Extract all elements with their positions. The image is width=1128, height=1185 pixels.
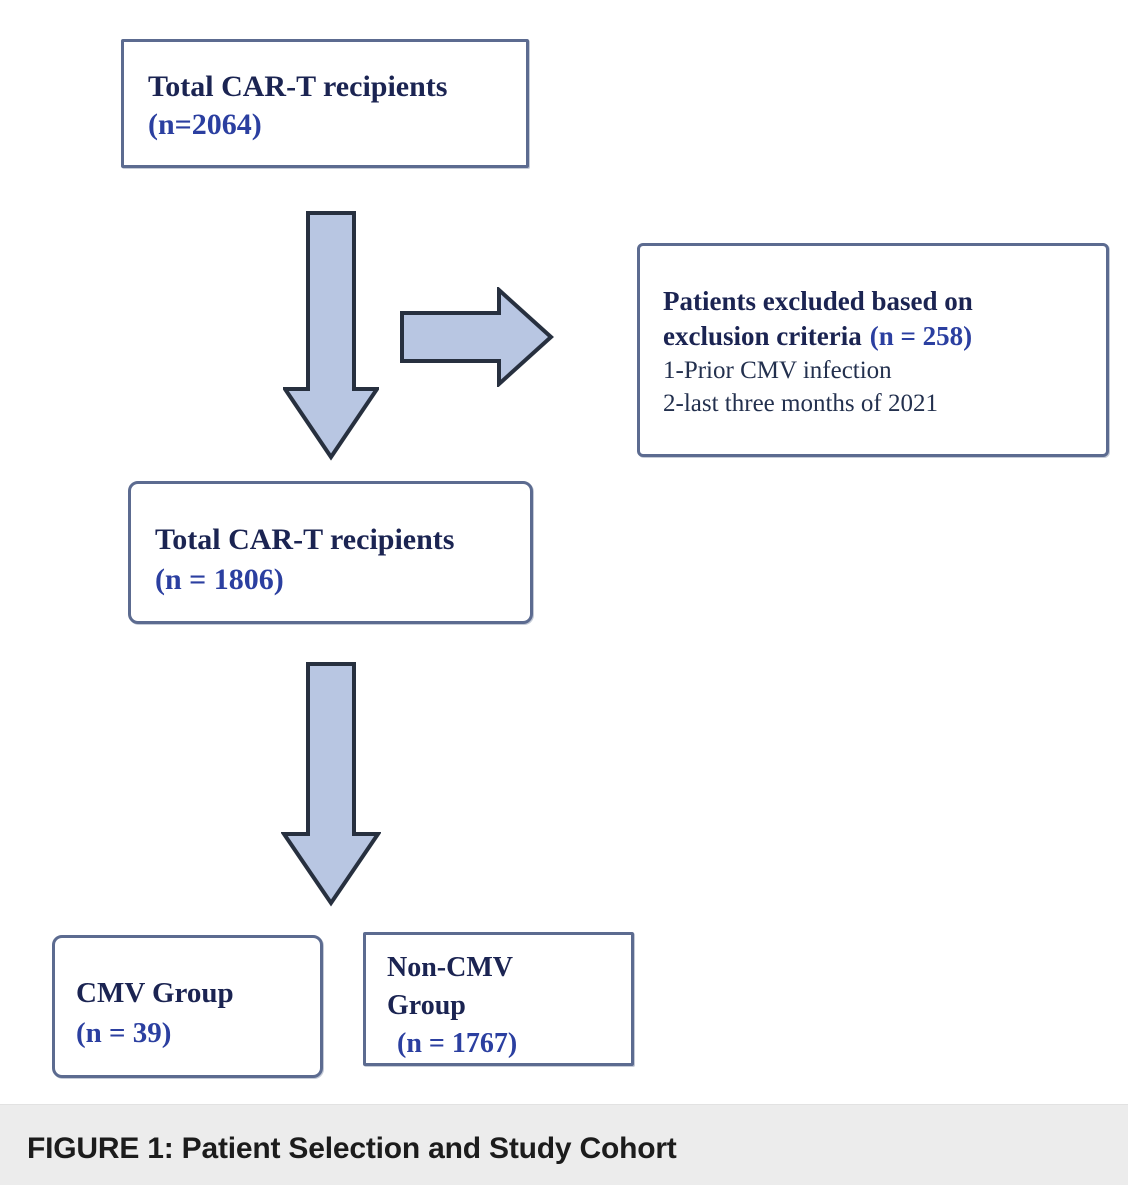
node-text: Total CAR-T recipients (n = 1806) (155, 520, 520, 600)
node-title-line1: Patients excluded based on (663, 286, 973, 316)
arrow-right-to-excluded-icon (399, 287, 554, 387)
node-text: Non-CMV Group (n = 1767) (387, 949, 621, 1063)
figure-caption-bar: FIGURE 1: Patient Selection and Study Co… (0, 1104, 1128, 1185)
node-count: (n = 258) (869, 321, 973, 351)
node-text: Total CAR-T recipients (n=2064) (148, 68, 516, 144)
node-title-line2: Group (387, 990, 466, 1021)
arrow-down-mid-to-groups-icon (281, 662, 381, 907)
node-count: (n = 1767) (397, 1028, 518, 1059)
node-cmv-group: CMV Group (n = 39) (52, 935, 323, 1078)
node-title-line2-row: exclusion criteria(n = 258) (663, 319, 1096, 354)
node-title-line2: exclusion criteria (663, 321, 862, 351)
node-title: Total CAR-T recipients (155, 523, 455, 556)
figure-caption: FIGURE 1: Patient Selection and Study Co… (27, 1132, 677, 1165)
node-text: CMV Group (n = 39) (76, 973, 310, 1053)
node-total-car-t-recipients-top: Total CAR-T recipients (n=2064) (121, 39, 529, 168)
node-count: (n = 39) (76, 1017, 172, 1049)
node-total-car-t-recipients-mid: Total CAR-T recipients (n = 1806) (128, 481, 533, 624)
flowchart-canvas: Total CAR-T recipients (n=2064) Patients… (52, 39, 1109, 1078)
node-title: Total CAR-T recipients (148, 70, 448, 103)
node-count: (n = 1806) (155, 563, 284, 596)
node-non-cmv-group: Non-CMV Group (n = 1767) (363, 932, 634, 1066)
node-criterion-1: 1-Prior CMV infection (663, 357, 892, 384)
node-count: (n=2064) (148, 108, 262, 141)
arrow-down-top-to-mid-icon (283, 211, 379, 461)
node-text: Patients excluded based on exclusion cri… (663, 284, 1096, 420)
node-title: CMV Group (76, 977, 234, 1009)
node-criterion-2: 2-last three months of 2021 (663, 390, 938, 417)
node-patients-excluded: Patients excluded based on exclusion cri… (637, 243, 1109, 457)
node-title-line1: Non-CMV (387, 952, 513, 983)
